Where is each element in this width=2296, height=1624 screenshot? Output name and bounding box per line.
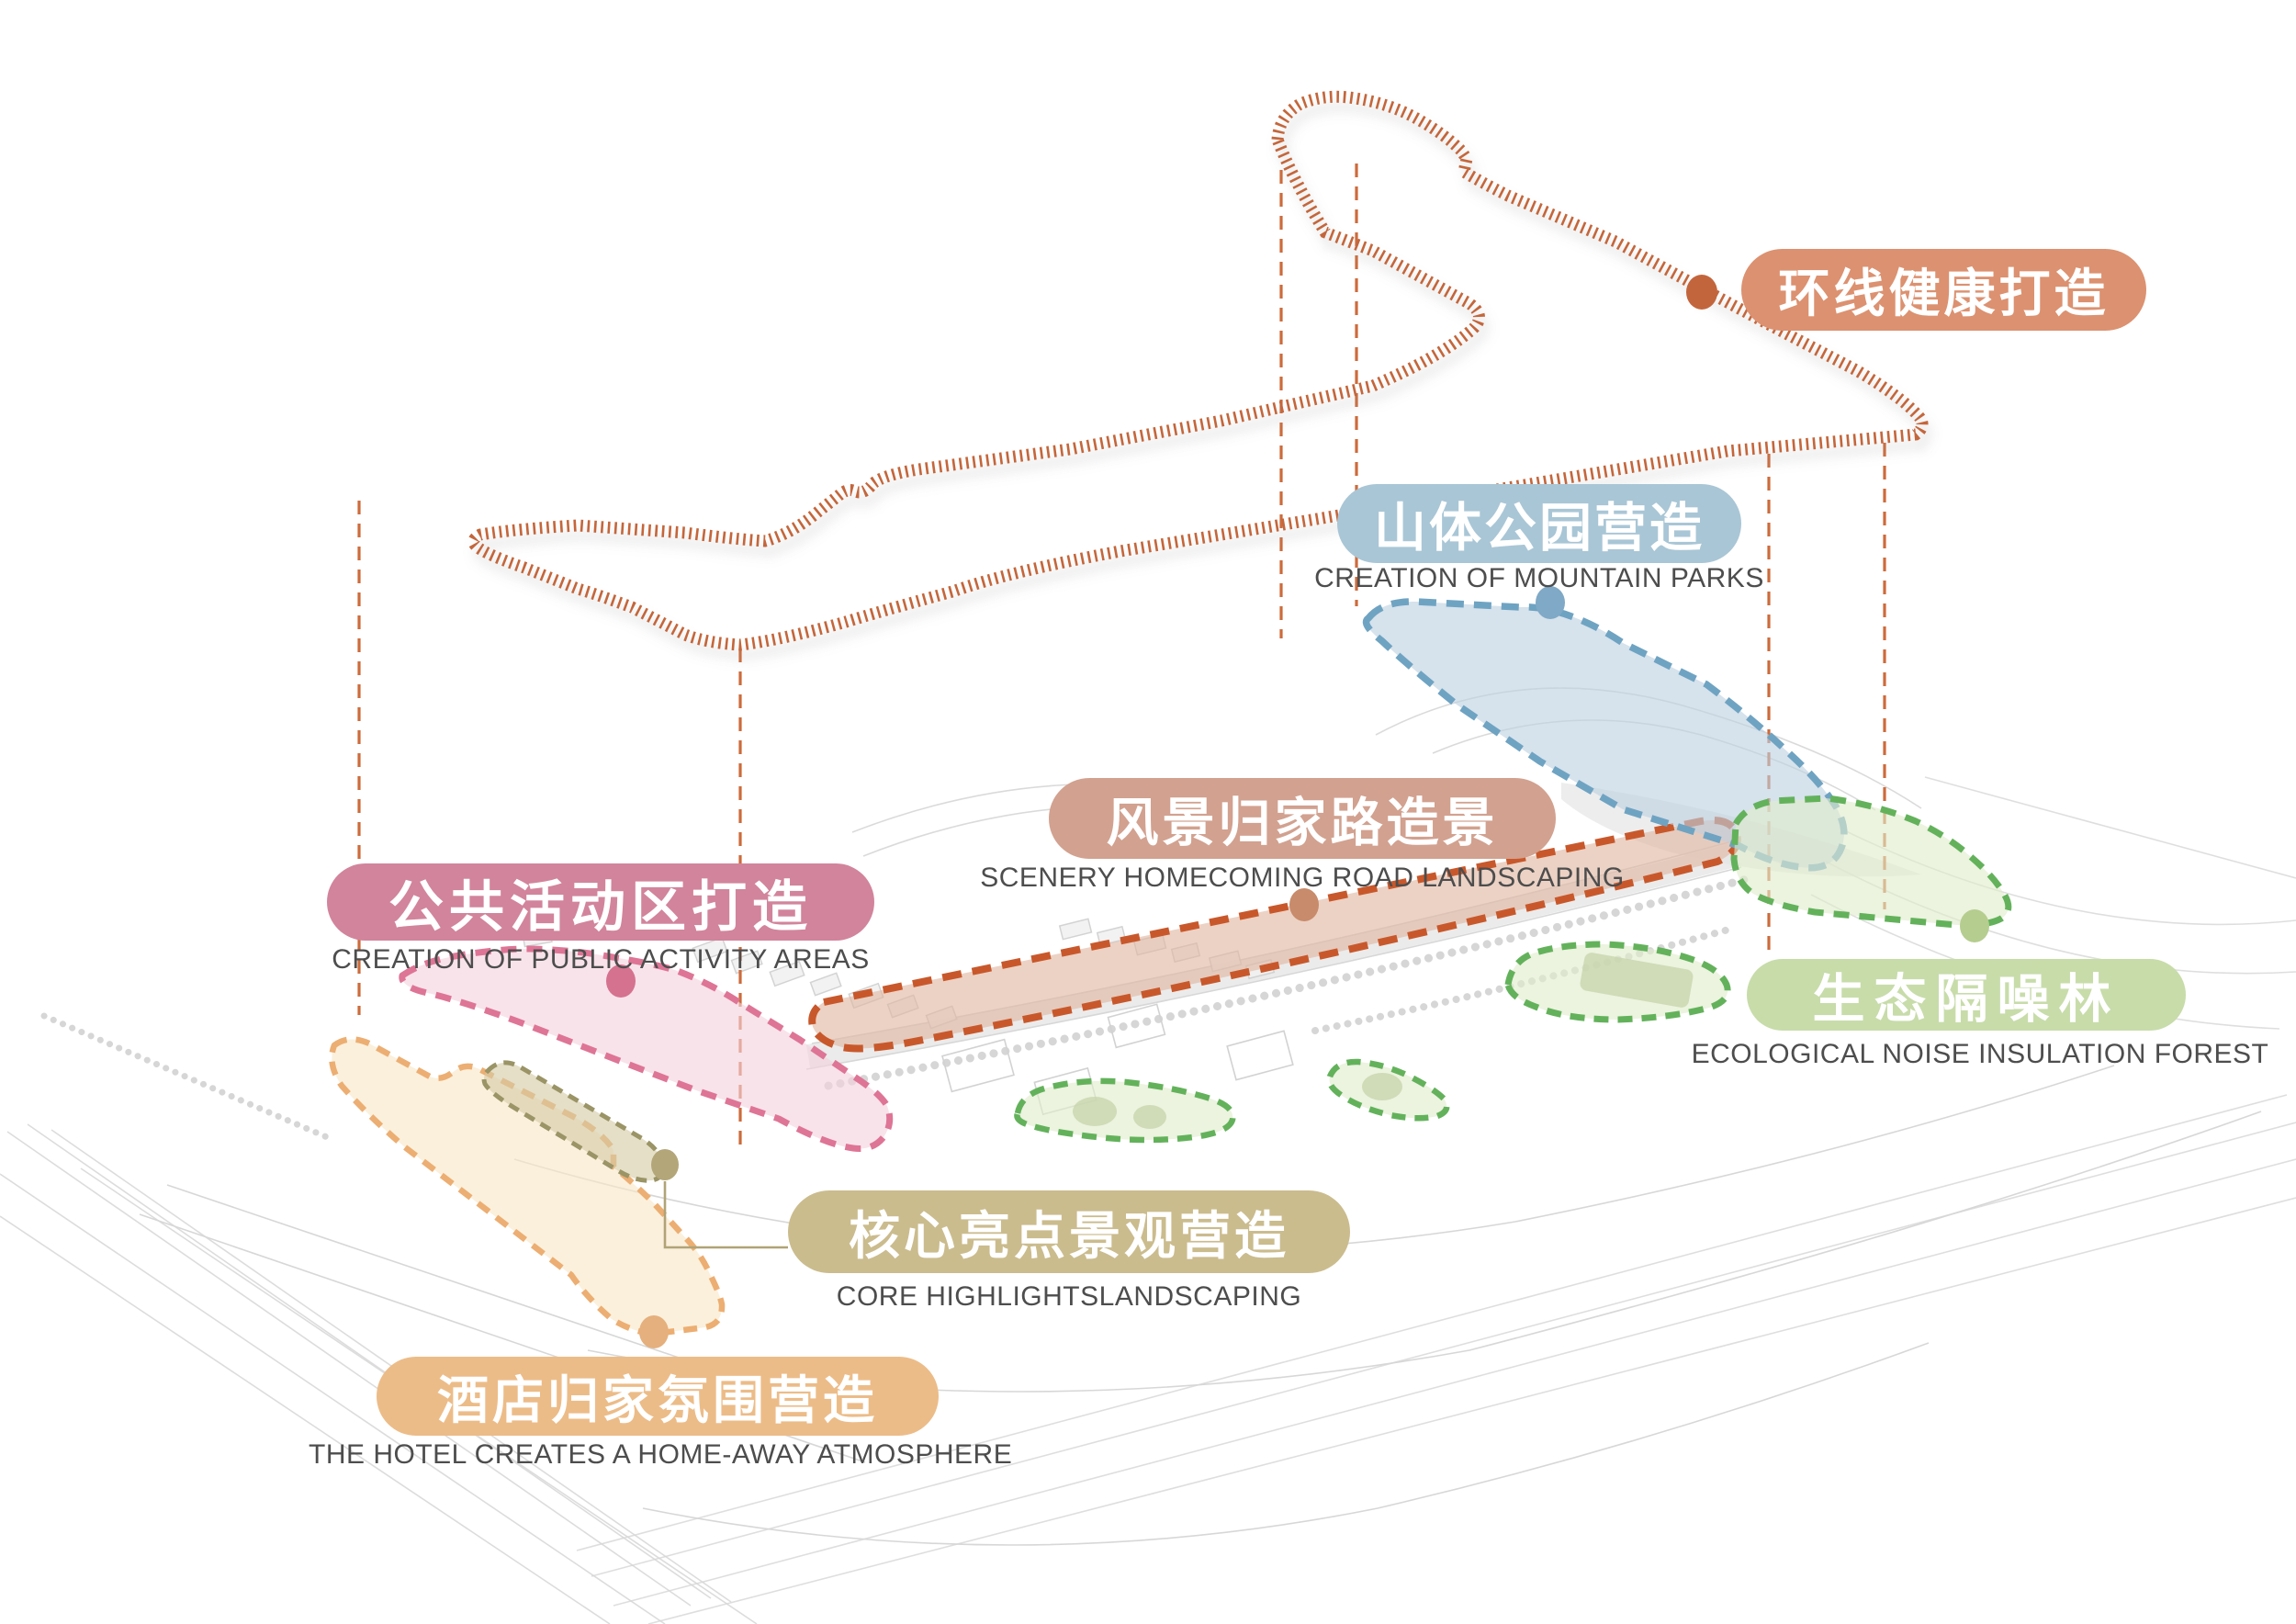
label-pill-hotel-atmosphere: 酒店归家氛围营造 (377, 1357, 939, 1436)
label-en-core-highlight: CORE HIGHLIGHTSLANDSCAPING (836, 1281, 1302, 1312)
label-en-eco-forest: ECOLOGICAL NOISE INSULATION FOREST (1691, 1039, 2269, 1069)
label-en-scenery-road: SCENERY HOMECOMING ROAD LANDSCAPING (980, 863, 1625, 893)
label-pill-public-activity: 公共活动区打造 (327, 863, 874, 941)
label-pill-core-highlight: 核心亮点景观营造 (788, 1190, 1350, 1273)
label-pill-ring: 环线健康打造 (1741, 249, 2146, 331)
label-pill-mountain-park: 山体公园营造 (1337, 484, 1741, 563)
eco-zone-southwest (1014, 1077, 1236, 1144)
label-pill-scenery-road: 风景归家路造景 (1049, 778, 1556, 859)
label-en-mountain-park: CREATION OF MOUNTAIN PARKS (1314, 563, 1764, 593)
core-label-connector-line (663, 1181, 788, 1249)
label-en-hotel-atmosphere: THE HOTEL CREATES A HOME-AWAY ATMOSPHERE (309, 1439, 1013, 1470)
mountain-anchor-dot (1536, 586, 1565, 619)
road-anchor-dot (1289, 888, 1319, 921)
ring-anchor-dot (1686, 275, 1717, 310)
eco-zone-east (1730, 795, 2012, 929)
label-en-public-activity: CREATION OF PUBLIC ACTIVITY AREAS (332, 944, 870, 975)
hotel-anchor-dot (639, 1315, 669, 1348)
tree-clump (1362, 1073, 1402, 1100)
tree-clump (1073, 1097, 1117, 1126)
tree-clump (1133, 1105, 1166, 1129)
hotel-zone (329, 1036, 726, 1337)
highway-lines (576, 1094, 2296, 1624)
tennis-court (1580, 953, 1694, 1008)
public-anchor-dot (606, 964, 636, 998)
public-activity-zone (399, 945, 894, 1152)
label-pill-eco-forest: 生态隔噪林 (1747, 959, 2186, 1031)
core-anchor-dot (651, 1149, 679, 1180)
core-highlight-zone (481, 1060, 666, 1183)
zone-detail-shapes (1073, 953, 1694, 1129)
eco-anchor-dot (1960, 909, 1989, 942)
